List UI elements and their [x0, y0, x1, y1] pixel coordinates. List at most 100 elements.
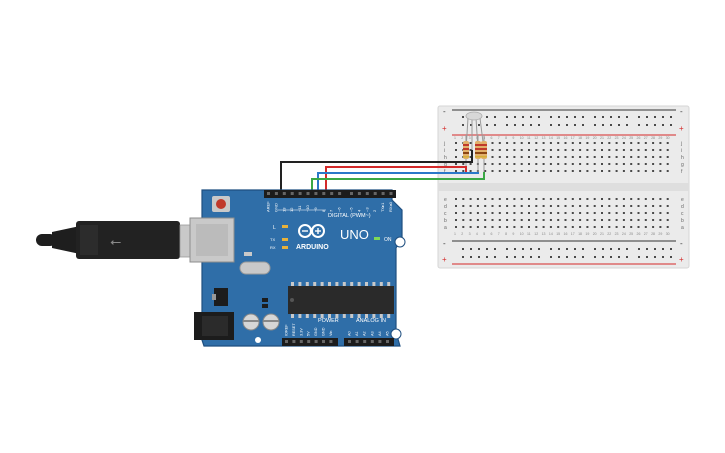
terminal-hole[interactable] — [593, 212, 596, 214]
terminal-hole[interactable] — [630, 163, 633, 165]
terminal-hole[interactable] — [579, 142, 582, 144]
rail-hole[interactable] — [594, 116, 596, 118]
resistor[interactable] — [463, 135, 469, 172]
terminal-hole[interactable] — [644, 212, 647, 214]
rail-hole[interactable] — [566, 248, 568, 250]
terminal-hole[interactable] — [462, 226, 465, 228]
terminal-hole[interactable] — [652, 205, 655, 207]
terminal-hole[interactable] — [469, 156, 472, 158]
terminal-hole[interactable] — [659, 156, 662, 158]
terminal-hole[interactable] — [513, 170, 516, 172]
terminal-hole[interactable] — [513, 219, 516, 221]
terminal-hole[interactable] — [462, 198, 465, 200]
rail-hole[interactable] — [566, 124, 568, 126]
rail-hole[interactable] — [538, 116, 540, 118]
digital-pin[interactable] — [389, 192, 393, 195]
rail-hole[interactable] — [462, 116, 464, 118]
terminal-hole[interactable] — [528, 198, 530, 200]
terminal-hole[interactable] — [608, 149, 611, 151]
digital-header-pins[interactable] — [267, 192, 393, 195]
terminal-hole[interactable] — [520, 205, 523, 207]
rail-hole[interactable] — [582, 248, 584, 250]
rail-hole[interactable] — [618, 124, 620, 126]
terminal-hole[interactable] — [557, 198, 560, 200]
terminal-hole[interactable] — [528, 156, 530, 158]
power-pin[interactable] — [285, 340, 288, 343]
terminal-hole[interactable] — [644, 198, 647, 200]
terminal-hole[interactable] — [601, 156, 603, 158]
rail-hole[interactable] — [494, 116, 496, 118]
terminal-hole[interactable] — [630, 212, 633, 214]
terminal-hole[interactable] — [491, 205, 494, 207]
rail-hole[interactable] — [522, 256, 524, 258]
terminal-hole[interactable] — [535, 212, 538, 214]
terminal-hole[interactable] — [469, 142, 472, 144]
analog-pin[interactable] — [348, 340, 351, 343]
terminal-hole[interactable] — [557, 142, 560, 144]
rail-hole[interactable] — [594, 124, 596, 126]
terminal-hole[interactable] — [652, 149, 655, 151]
terminal-hole[interactable] — [542, 219, 545, 221]
terminal-hole[interactable] — [506, 226, 509, 228]
rail-hole[interactable] — [470, 248, 472, 250]
terminal-hole[interactable] — [469, 198, 472, 200]
terminal-hole[interactable] — [557, 219, 560, 221]
terminal-hole[interactable] — [491, 156, 494, 158]
terminal-hole[interactable] — [513, 198, 516, 200]
terminal-hole[interactable] — [549, 163, 552, 165]
terminal-hole[interactable] — [586, 142, 589, 144]
digital-pin[interactable] — [365, 192, 369, 195]
terminal-hole[interactable] — [469, 170, 472, 172]
rail-hole[interactable] — [582, 124, 584, 126]
terminal-hole[interactable] — [579, 226, 582, 228]
rail-hole[interactable] — [618, 248, 620, 250]
terminal-hole[interactable] — [593, 142, 596, 144]
terminal-hole[interactable] — [476, 219, 479, 221]
digital-header[interactable] — [264, 190, 396, 198]
terminal-hole[interactable] — [608, 226, 611, 228]
terminal-hole[interactable] — [652, 163, 655, 165]
terminal-hole[interactable] — [666, 212, 669, 214]
rail-hole[interactable] — [506, 256, 508, 258]
rail-hole[interactable] — [646, 116, 648, 118]
rail-hole[interactable] — [574, 124, 576, 126]
rail-hole[interactable] — [558, 116, 560, 118]
digital-pin[interactable] — [373, 192, 377, 195]
terminal-hole[interactable] — [484, 219, 487, 221]
terminal-hole[interactable] — [622, 149, 625, 151]
terminal-hole[interactable] — [498, 205, 501, 207]
rail-hole[interactable] — [602, 116, 604, 118]
terminal-hole[interactable] — [484, 170, 487, 172]
digital-pin[interactable] — [322, 192, 326, 195]
terminal-hole[interactable] — [564, 156, 567, 158]
rail-hole[interactable] — [626, 124, 628, 126]
terminal-hole[interactable] — [455, 163, 457, 165]
terminal-hole[interactable] — [557, 156, 560, 158]
terminal-hole[interactable] — [644, 142, 647, 144]
terminal-hole[interactable] — [484, 212, 487, 214]
terminal-hole[interactable] — [622, 156, 625, 158]
rail-hole[interactable] — [506, 116, 508, 118]
digital-pin[interactable] — [290, 192, 294, 195]
rail-hole[interactable] — [610, 116, 612, 118]
terminal-hole[interactable] — [469, 163, 472, 165]
terminal-hole[interactable] — [469, 205, 472, 207]
terminal-hole[interactable] — [491, 226, 494, 228]
terminal-hole[interactable] — [586, 156, 589, 158]
rail-hole[interactable] — [550, 124, 552, 126]
terminal-hole[interactable] — [549, 226, 552, 228]
rail-hole[interactable] — [670, 256, 672, 258]
terminal-hole[interactable] — [586, 205, 589, 207]
terminal-hole[interactable] — [622, 170, 625, 172]
power-pin[interactable] — [299, 340, 303, 343]
terminal-hole[interactable] — [455, 156, 457, 158]
wire-red[interactable] — [325, 166, 467, 197]
terminal-hole[interactable] — [491, 198, 494, 200]
terminal-hole[interactable] — [615, 170, 618, 172]
terminal-hole[interactable] — [535, 219, 538, 221]
digital-pin[interactable] — [267, 192, 270, 195]
terminal-hole[interactable] — [593, 198, 596, 200]
analog-pin[interactable] — [378, 340, 382, 343]
terminal-hole[interactable] — [615, 198, 618, 200]
rail-hole[interactable] — [478, 256, 480, 258]
